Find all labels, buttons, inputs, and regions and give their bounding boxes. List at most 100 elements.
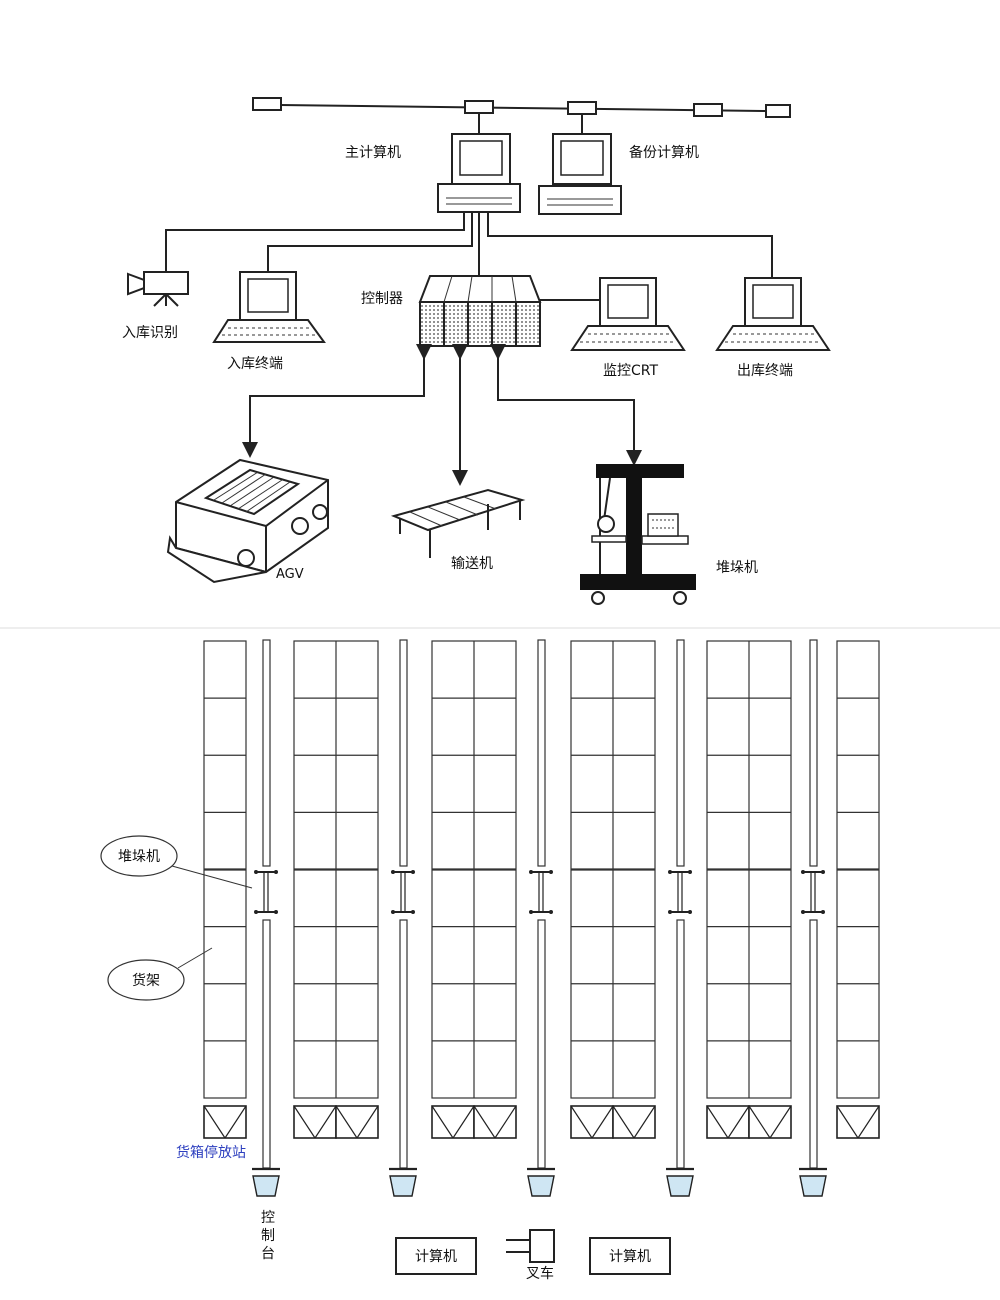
station-box bbox=[706, 1105, 750, 1139]
station-box bbox=[335, 1105, 379, 1139]
station-box bbox=[836, 1105, 880, 1139]
link-line bbox=[267, 212, 473, 272]
aisle-rail-upper bbox=[676, 639, 685, 867]
stacker-callout-line bbox=[171, 865, 253, 889]
conveyor-icon bbox=[390, 488, 526, 558]
station-box bbox=[203, 1105, 247, 1139]
stacker-wheel bbox=[821, 870, 825, 874]
station-diag bbox=[612, 1105, 635, 1139]
bus-node bbox=[567, 101, 597, 115]
station-diag bbox=[452, 1105, 475, 1139]
console-char-1: 控 bbox=[261, 1210, 275, 1226]
inbound-id-label: 入库识别 bbox=[122, 325, 178, 341]
station-diag bbox=[857, 1105, 880, 1139]
aisle-rail-upper bbox=[537, 639, 546, 867]
aisle-rail-lower bbox=[537, 919, 546, 1169]
aisle-rail-lower bbox=[399, 919, 408, 1169]
station-box bbox=[473, 1105, 517, 1139]
stacker-wheel bbox=[688, 910, 692, 914]
camera-icon bbox=[127, 271, 189, 307]
main-computer-icon bbox=[437, 133, 521, 213]
station-box bbox=[570, 1105, 614, 1139]
stacker-wheel bbox=[391, 870, 395, 874]
bus-node bbox=[464, 100, 494, 114]
stacker-wheel bbox=[274, 910, 278, 914]
inbound-terminal-label: 入库终端 bbox=[227, 356, 283, 372]
stacker-wheel bbox=[254, 910, 258, 914]
station-box bbox=[431, 1105, 475, 1139]
stacker-callout-label: 堆垛机 bbox=[118, 849, 160, 865]
backup-computer-icon bbox=[538, 133, 622, 215]
stacker-wheel bbox=[391, 910, 395, 914]
station-box bbox=[748, 1105, 792, 1139]
console-station bbox=[666, 1175, 694, 1197]
station-diag bbox=[633, 1105, 656, 1139]
stacker-wheel bbox=[411, 910, 415, 914]
station-diag bbox=[727, 1105, 750, 1139]
stacker-callout-bubble bbox=[100, 835, 178, 877]
computer-right-label: 计算机 bbox=[609, 1249, 651, 1265]
rack-callout-label: 货架 bbox=[132, 972, 160, 989]
station-box bbox=[293, 1105, 337, 1139]
aisle-rail-upper bbox=[262, 639, 271, 867]
console-station bbox=[527, 1175, 555, 1197]
controller-icon bbox=[418, 275, 542, 347]
station-diag bbox=[356, 1105, 379, 1139]
computer-right-box bbox=[589, 1237, 671, 1275]
aisle-rail-upper bbox=[399, 639, 408, 867]
station-diag bbox=[591, 1105, 614, 1139]
station-diag bbox=[473, 1105, 496, 1139]
station-label: 货箱停放站 bbox=[176, 1144, 246, 1161]
link-line bbox=[487, 212, 773, 278]
station-diag bbox=[706, 1105, 729, 1139]
network-bus bbox=[279, 104, 767, 112]
rack-callout-line bbox=[177, 947, 213, 969]
aisle-rail-lower bbox=[809, 919, 818, 1169]
stacker-wheel bbox=[411, 870, 415, 874]
console-char-3: 台 bbox=[261, 1246, 275, 1262]
rack-callout-bubble bbox=[107, 959, 185, 1001]
stacker-wheel bbox=[529, 870, 533, 874]
controller-label: 控制器 bbox=[361, 291, 403, 307]
stacker-wheel bbox=[549, 910, 553, 914]
bus-node bbox=[252, 97, 282, 111]
stacker-label: 堆垛机 bbox=[716, 560, 758, 576]
station-diag bbox=[494, 1105, 517, 1139]
station-diag bbox=[748, 1105, 771, 1139]
outbound-terminal-icon bbox=[715, 277, 831, 351]
station-diag bbox=[431, 1105, 454, 1139]
stacker-wheel bbox=[254, 870, 258, 874]
station-diag bbox=[570, 1105, 593, 1139]
aisle-rail-upper bbox=[809, 639, 818, 867]
station-diag bbox=[314, 1105, 337, 1139]
controller-stacker-arrow bbox=[490, 344, 642, 466]
rack-grid bbox=[203, 640, 880, 1099]
station-diag bbox=[335, 1105, 358, 1139]
station-box bbox=[612, 1105, 656, 1139]
computer-left-label: 计算机 bbox=[415, 1249, 457, 1265]
main-computer-label: 主计算机 bbox=[345, 145, 401, 161]
station-diag bbox=[769, 1105, 792, 1139]
conveyor-label: 输送机 bbox=[451, 556, 493, 572]
console-char-2: 制 bbox=[261, 1228, 275, 1244]
stacker-wheel bbox=[801, 870, 805, 874]
station-diag bbox=[836, 1105, 859, 1139]
stacker-wheel bbox=[274, 870, 278, 874]
aisle-rail-lower bbox=[262, 919, 271, 1169]
station-diag bbox=[203, 1105, 226, 1139]
stacker-wheel bbox=[668, 870, 672, 874]
console-station bbox=[389, 1175, 417, 1197]
stacker-wheel bbox=[801, 910, 805, 914]
stacker-wheel bbox=[529, 910, 533, 914]
monitor-crt-icon bbox=[570, 277, 686, 351]
backup-computer-label: 备份计算机 bbox=[629, 144, 699, 161]
console-station bbox=[252, 1175, 280, 1197]
stacker-aisles bbox=[252, 639, 827, 1197]
monitor-crt-label: 监控CRT bbox=[603, 363, 658, 379]
stacker-wheel bbox=[821, 910, 825, 914]
station-diag bbox=[293, 1105, 316, 1139]
station-diag bbox=[224, 1105, 247, 1139]
warehouse-layout: 堆垛机 货架 货箱停放站 控 制 台 计算机 计算机 叉车 bbox=[100, 639, 880, 1282]
outbound-terminal-label: 出库终端 bbox=[737, 363, 793, 379]
